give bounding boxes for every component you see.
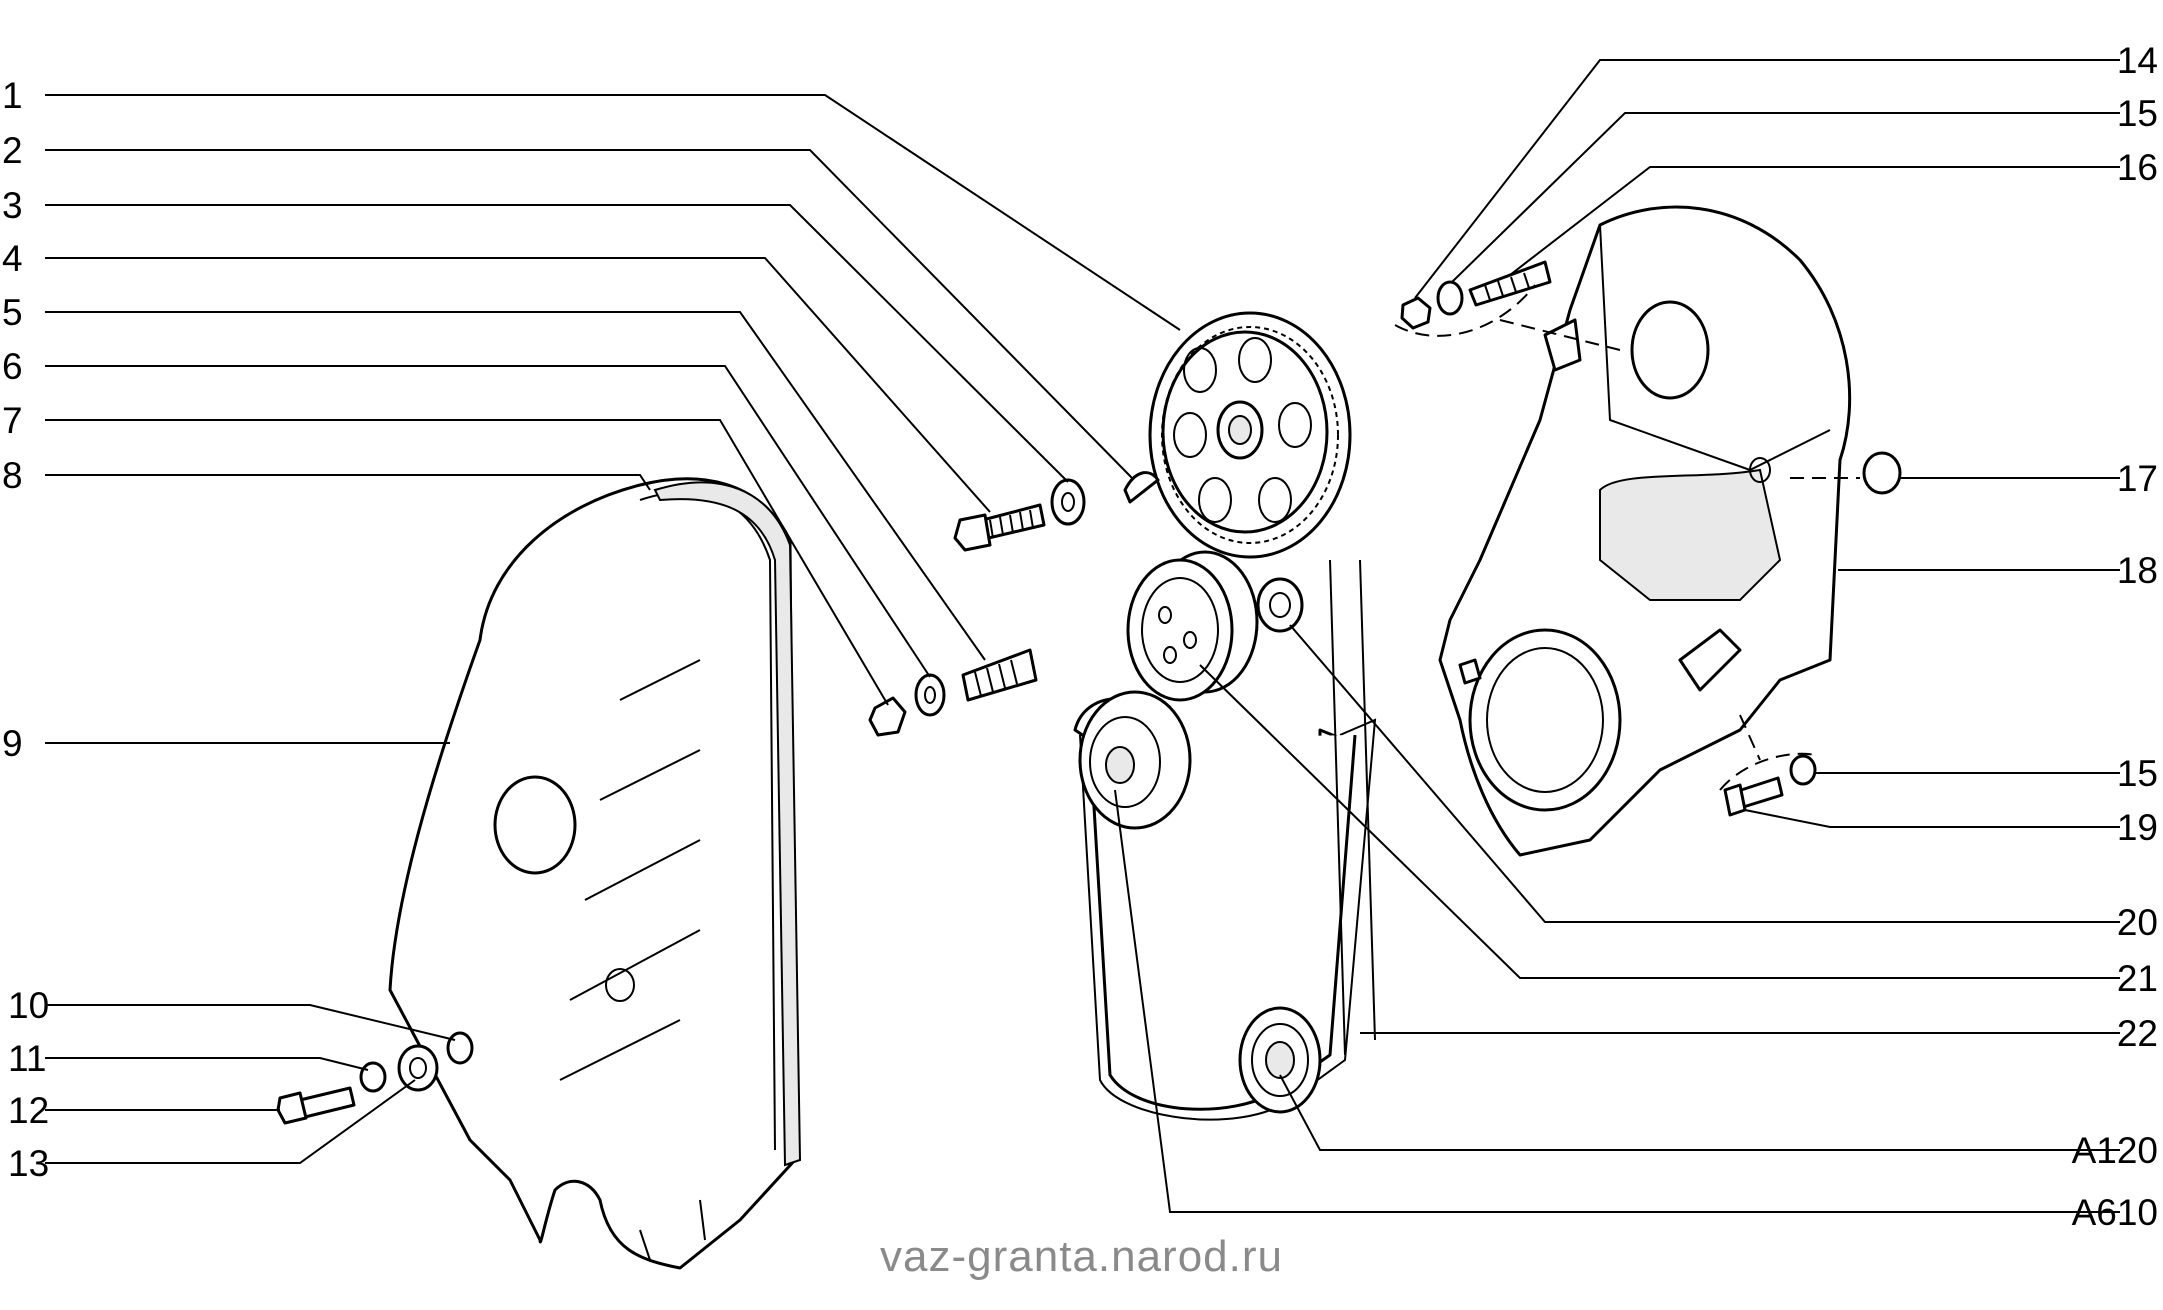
rear-cover-plug <box>1790 451 1902 495</box>
callout-18: 18 <box>2117 550 2158 591</box>
callout-4: 4 <box>2 238 23 279</box>
callout-a610: A610 <box>2072 1192 2158 1233</box>
callout-13: 13 <box>8 1143 49 1184</box>
rear-cover-stud-nut-washer <box>1394 260 1621 351</box>
callout-11: 11 <box>8 1038 46 1079</box>
woodruff-key <box>1123 471 1160 504</box>
callout-5: 5 <box>2 292 23 333</box>
callout-19: 19 <box>2117 807 2158 848</box>
callout-8: 8 <box>2 455 23 496</box>
watermark-text: vaz-granta.narod.ru <box>880 1232 1283 1281</box>
callout-21: 21 <box>2117 958 2158 999</box>
camshaft-pulley <box>1148 311 1352 559</box>
tensioner-washer <box>1256 577 1304 633</box>
callout-2: 2 <box>2 130 23 171</box>
callout-1: 1 <box>2 75 23 116</box>
callout-6: 6 <box>2 346 23 387</box>
callout-labels-right: 14 15 16 17 18 15 19 20 21 22 A120 A610 <box>2072 40 2158 1233</box>
callout-9: 9 <box>2 723 23 764</box>
callout-15-upper: 15 <box>2117 93 2158 134</box>
callout-a120: A120 <box>2072 1130 2158 1171</box>
callout-labels-left: 1 2 3 4 5 6 7 8 9 10 11 12 13 <box>2 75 49 1184</box>
callout-10: 10 <box>8 985 49 1026</box>
callout-7: 7 <box>2 400 23 441</box>
rear-cover-bolt-and-washer <box>1719 714 1817 817</box>
callout-17: 17 <box>2117 458 2158 499</box>
callout-16: 16 <box>2117 147 2158 188</box>
callout-leaders <box>45 59 2120 1213</box>
timing-belt-front-cover <box>388 477 802 1270</box>
front-cover-fasteners <box>276 1031 474 1125</box>
tensioner-roller <box>1126 550 1259 702</box>
tensioner-stud-nut-washer <box>868 648 1038 737</box>
callout-20: 20 <box>2117 902 2158 943</box>
crankshaft-pulley <box>1238 1006 1322 1114</box>
callout-3: 3 <box>2 185 23 226</box>
callout-22: 22 <box>2117 1013 2158 1054</box>
callout-15-lower: 15 <box>2117 753 2158 794</box>
auxiliary-pulley <box>1078 690 1192 830</box>
camshaft-bolt-and-washer <box>953 478 1086 552</box>
rear-cover <box>1438 205 1852 857</box>
callout-14: 14 <box>2117 40 2158 81</box>
callout-12: 12 <box>8 1090 49 1131</box>
